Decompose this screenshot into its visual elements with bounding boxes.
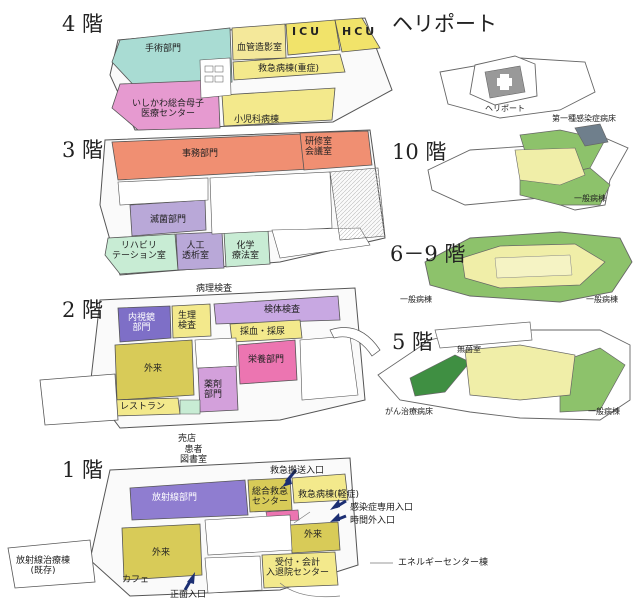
main-entrance-label: 正面入口 bbox=[170, 590, 207, 600]
entrance-arrows bbox=[183, 469, 347, 591]
floor-5-plan bbox=[377, 321, 631, 421]
dialysis-zone bbox=[175, 231, 225, 271]
outpatient-left-zone bbox=[121, 523, 203, 581]
floor-3-label: 3 階 bbox=[62, 138, 104, 162]
radiology-label: 放射線部門 bbox=[152, 493, 198, 503]
energy-center-label: エネルギーセンター棟 bbox=[398, 558, 489, 568]
ambulance-entrance-label: 救急搬送入口 bbox=[270, 466, 325, 476]
infection-ward-label: 第一種感染症病床 bbox=[552, 114, 616, 123]
floor-1-plan bbox=[7, 457, 393, 598]
floor-3-plan bbox=[99, 129, 386, 276]
rehab-zone bbox=[104, 233, 179, 275]
angio-label: 血管造影室 bbox=[237, 43, 283, 53]
shop-label: 売店 bbox=[178, 434, 197, 444]
outpatient-2f-label: 外来 bbox=[144, 364, 163, 374]
icu-label: ICU bbox=[292, 25, 323, 38]
emergency-ward-light-zone bbox=[291, 473, 349, 504]
floor-2-plan bbox=[39, 287, 381, 429]
emergency-ward-label: 救急病棟(重症) bbox=[258, 64, 320, 74]
floor-10-plan bbox=[427, 123, 629, 211]
pharmacy-label: 薬剤 部門 bbox=[204, 380, 223, 401]
admin-label: 事務部門 bbox=[182, 149, 219, 159]
heliport-floor-label: ヘリポート bbox=[392, 12, 497, 36]
floor-4-plan bbox=[109, 17, 393, 131]
icu-zone bbox=[285, 19, 341, 56]
library-label: 患者 図書室 bbox=[180, 445, 208, 466]
endoscopy-label: 内視鏡 部門 bbox=[128, 313, 156, 334]
hcu-zone bbox=[334, 17, 381, 53]
reception-zone bbox=[261, 551, 339, 589]
nutrition-zone bbox=[237, 339, 298, 385]
hcu-label: HCU bbox=[342, 25, 378, 38]
emergency-ward-zone bbox=[232, 53, 346, 81]
surgery-label: 手術部門 bbox=[145, 44, 182, 54]
blood-label: 採血・採尿 bbox=[240, 327, 286, 337]
specimen-zone bbox=[213, 295, 341, 325]
infection-entrance-label: 感染症専用入口 bbox=[350, 503, 414, 513]
emergency-ward-light-label: 救急病棟(軽症) bbox=[298, 490, 360, 500]
cancer-ward-label: がん治療病床 bbox=[385, 407, 433, 416]
pediatric-label: 小児科病棟 bbox=[234, 115, 280, 125]
restaurant-label: レストラン bbox=[120, 402, 166, 412]
training-zone bbox=[299, 130, 373, 171]
cafe-label: カフェ bbox=[122, 575, 150, 585]
general-ward-6-9-right-label: 一般病棟 bbox=[586, 295, 618, 304]
mch-label: いしかわ総合母子 医療センター bbox=[132, 99, 205, 120]
radiotherapy-label: 放射線治療棟 (既存) bbox=[16, 556, 71, 577]
physio-zone bbox=[171, 303, 212, 339]
outpatient-1f-right-label: 外来 bbox=[304, 530, 323, 540]
rehab-label: リハビリ テーション室 bbox=[112, 241, 166, 262]
radiology-zone bbox=[129, 479, 249, 521]
floor-2-label: 2 階 bbox=[62, 298, 104, 322]
emergency-center-zone bbox=[247, 477, 293, 513]
nutrition-label: 栄養部門 bbox=[248, 355, 285, 365]
sterilization-label: 滅菌部門 bbox=[150, 215, 187, 225]
infection-ward-zone bbox=[574, 123, 609, 147]
blood-zone bbox=[229, 319, 303, 343]
specimen-label: 検体検査 bbox=[264, 305, 301, 315]
heliport-plan bbox=[439, 55, 596, 119]
pediatric-zone bbox=[221, 87, 336, 127]
after-hours-entrance-label: 時間外入口 bbox=[350, 516, 396, 526]
floor-10-label: 10 階 bbox=[392, 140, 447, 164]
pathology-label: 病理検査 bbox=[196, 284, 233, 294]
floor-6-9-plan bbox=[424, 231, 633, 303]
emergency-center-label: 総合救急 センター bbox=[252, 487, 289, 508]
outpatient-zone bbox=[114, 339, 195, 401]
clean-room-label: 無菌室 bbox=[457, 345, 481, 354]
dialysis-label: 人工 透析室 bbox=[182, 241, 210, 262]
general-ward-5-label: 一般病棟 bbox=[588, 407, 620, 416]
floor-6-9-label: 6－9 階 bbox=[390, 242, 466, 266]
floor-4-label: 4 階 bbox=[62, 12, 104, 36]
floor-1-label: 1 階 bbox=[62, 458, 104, 482]
general-ward-10-label: 一般病棟 bbox=[574, 194, 606, 203]
general-ward-6-9-left-label: 一般病棟 bbox=[400, 295, 432, 304]
endoscopy-zone bbox=[117, 305, 172, 343]
heliport-pad-label: ヘリポート bbox=[485, 104, 525, 113]
angio-zone bbox=[231, 23, 287, 61]
outpatient-1f-left-label: 外来 bbox=[152, 548, 171, 558]
reception-label: 受付・会計 入退院センター bbox=[266, 558, 330, 579]
floor-5-label: 5 階 bbox=[392, 330, 434, 354]
training-label: 研修室 会議室 bbox=[305, 137, 333, 158]
physio-label: 生理 検査 bbox=[178, 311, 197, 332]
chemo-label: 化学 療法室 bbox=[232, 241, 260, 262]
